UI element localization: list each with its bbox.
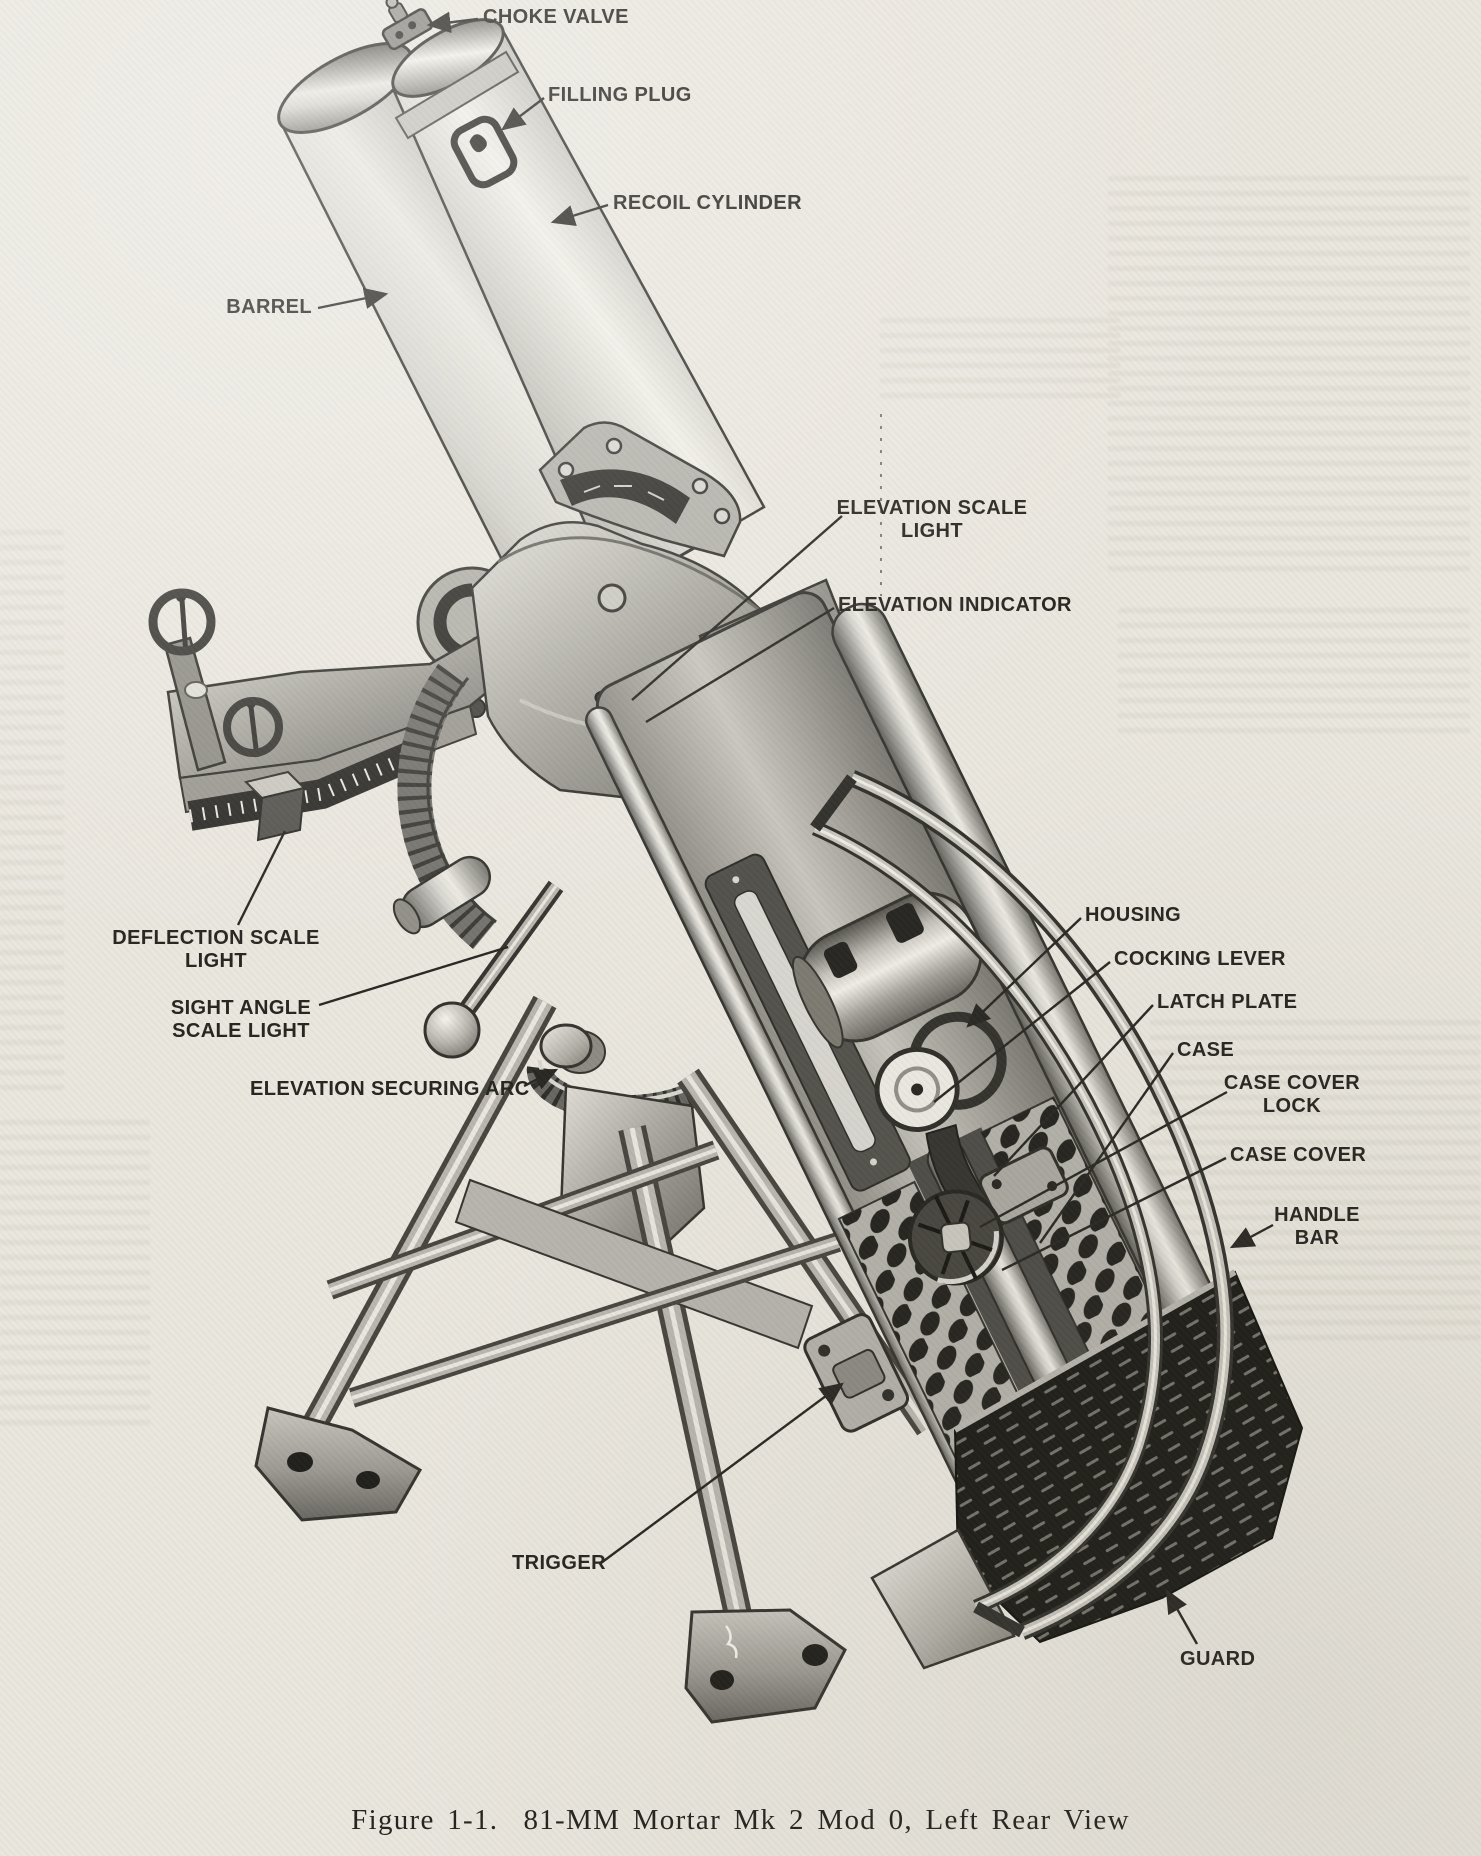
leader-housing (966, 917, 1082, 1028)
leader-latch-plate (993, 1004, 1154, 1177)
bolts (557, 437, 731, 525)
case-group (584, 591, 1288, 1596)
filling-plug-part (450, 115, 518, 189)
figure-caption: Figure 1-1. 81-MM Mortar Mk 2 Mod 0, Lef… (351, 1804, 1130, 1836)
bleed-through-text (0, 1120, 150, 1430)
tripod-leg (296, 995, 557, 1443)
weld-seam (725, 1625, 738, 1659)
leader-elevation-securing-arc (523, 1068, 559, 1090)
cylinder-head-collar (394, 50, 520, 140)
leader-choke-valve (426, 11, 479, 34)
leader-elevation-scale-light (631, 515, 843, 701)
bleed-through-text (0, 530, 64, 1090)
hex-bolt (597, 583, 627, 613)
guard-end-cap (870, 1528, 1016, 1670)
leader-case-cover-lock (979, 1090, 1228, 1229)
case-cover-part (907, 1189, 1004, 1286)
recoil-cylinder-part (381, 0, 766, 595)
case-cover-lock-part (940, 1221, 972, 1254)
deflection-scale (187, 738, 426, 831)
latch-plate-part (979, 1146, 1069, 1225)
traverse-grip (392, 855, 491, 935)
cocking-knob (874, 1046, 960, 1132)
leader-recoil-cylinder (550, 203, 609, 226)
crank-group (392, 855, 564, 1059)
name-plate-strap (560, 469, 690, 524)
leader-case-cover (1001, 1156, 1227, 1272)
foot-plate (684, 1608, 847, 1724)
bleed-through-text (1108, 176, 1470, 576)
leader-guard (1165, 1588, 1199, 1645)
leader-deflection-scale-light (236, 830, 287, 926)
tripod-leg (618, 1125, 758, 1645)
leader-barrel (317, 287, 389, 310)
handle-bar-part (810, 770, 1234, 1640)
ring-knob (148, 588, 216, 656)
leader-sight-angle-scale-light (318, 945, 509, 1007)
leader-filling-plug (501, 97, 545, 131)
tripod-group (254, 995, 939, 1724)
leader-trigger (600, 1382, 844, 1564)
bleed-through-text (880, 318, 1120, 408)
foot-plate (254, 1406, 423, 1522)
sight-bracket-group (148, 566, 538, 842)
crank-ball-handle (423, 1001, 481, 1059)
ring-knob (223, 697, 283, 758)
brace-plate (454, 1178, 814, 1350)
leader-elevation-indicator (645, 606, 835, 724)
bleed-through-text (1118, 608, 1470, 738)
cross-brace (348, 1232, 842, 1408)
leader-cocking-lever (933, 961, 1111, 1103)
housing-part (791, 891, 983, 1049)
slot-channel (704, 853, 911, 1192)
leader-handle-bar (1229, 1223, 1274, 1249)
leader-case (1039, 1052, 1174, 1244)
sight-arm (163, 636, 227, 772)
